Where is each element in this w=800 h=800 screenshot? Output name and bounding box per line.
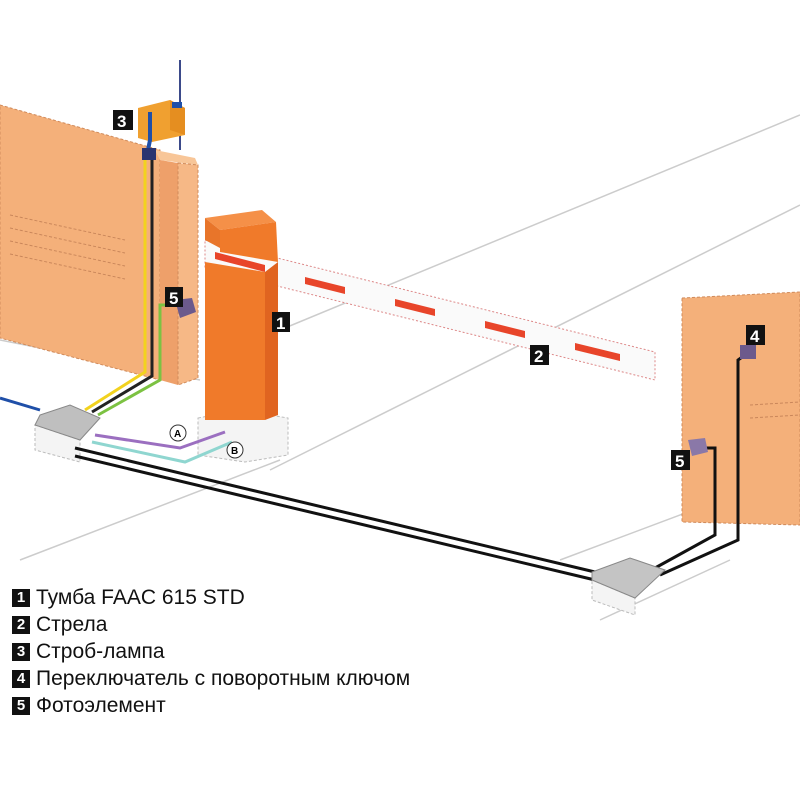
marker-2: 2 xyxy=(530,345,549,366)
svg-text:A: A xyxy=(174,429,181,440)
main-cable xyxy=(74,446,596,582)
marker-1: 1 xyxy=(272,312,290,333)
junction-box-left xyxy=(34,404,101,463)
legend: 1 Тумба FAAC 615 STD 2 Стрела 3 Строб-лампа… xyxy=(12,584,410,719)
photocell-right xyxy=(688,438,708,456)
svg-text:2: 2 xyxy=(534,347,543,366)
legend-item: 3 Строб-лампа xyxy=(12,638,410,665)
strobe-lamp xyxy=(138,100,185,142)
legend-text: Стрела xyxy=(36,612,108,636)
legend-number: 4 xyxy=(12,669,30,688)
loop-b xyxy=(91,440,233,464)
junction-box-right xyxy=(591,557,666,616)
cable-yellow xyxy=(84,160,147,412)
legend-text: Фотоэлемент xyxy=(36,693,166,717)
svg-text:B: B xyxy=(231,446,238,457)
legend-number: 2 xyxy=(12,615,30,634)
marker-b: B xyxy=(226,441,244,459)
legend-number: 1 xyxy=(12,588,30,607)
legend-item: 2 Стрела xyxy=(12,611,410,638)
svg-text:1: 1 xyxy=(276,314,285,333)
cable-right-2 xyxy=(654,446,717,570)
left-wall xyxy=(0,104,199,386)
legend-number: 3 xyxy=(12,642,30,661)
legend-item: 1 Тумба FAAC 615 STD xyxy=(12,584,410,611)
cable-blue xyxy=(0,396,41,412)
cable-black-lamp xyxy=(91,160,154,414)
right-wall xyxy=(681,291,800,526)
marker-5-right: 5 xyxy=(671,450,690,471)
legend-text: Переключатель с поворотным ключом xyxy=(36,666,411,690)
marker-4: 4 xyxy=(746,325,765,346)
legend-item: 4 Переключатель с поворотным ключом xyxy=(12,665,410,692)
marker-5-left: 5 xyxy=(165,287,183,308)
cable-blue-lamp xyxy=(146,112,152,151)
legend-number: 5 xyxy=(12,696,30,715)
svg-text:4: 4 xyxy=(750,327,760,346)
svg-text:5: 5 xyxy=(675,452,684,471)
barrier-housing xyxy=(205,210,278,420)
svg-text:3: 3 xyxy=(117,112,126,131)
marker-a: A xyxy=(169,424,187,442)
key-switch xyxy=(740,345,756,359)
legend-text: Строб-лампа xyxy=(36,639,165,663)
marker-3: 3 xyxy=(113,110,133,131)
loop-a xyxy=(94,430,226,450)
legend-text: Тумба FAAC 615 STD xyxy=(36,585,245,609)
svg-text:5: 5 xyxy=(169,289,178,308)
legend-item: 5 Фотоэлемент xyxy=(12,692,410,719)
